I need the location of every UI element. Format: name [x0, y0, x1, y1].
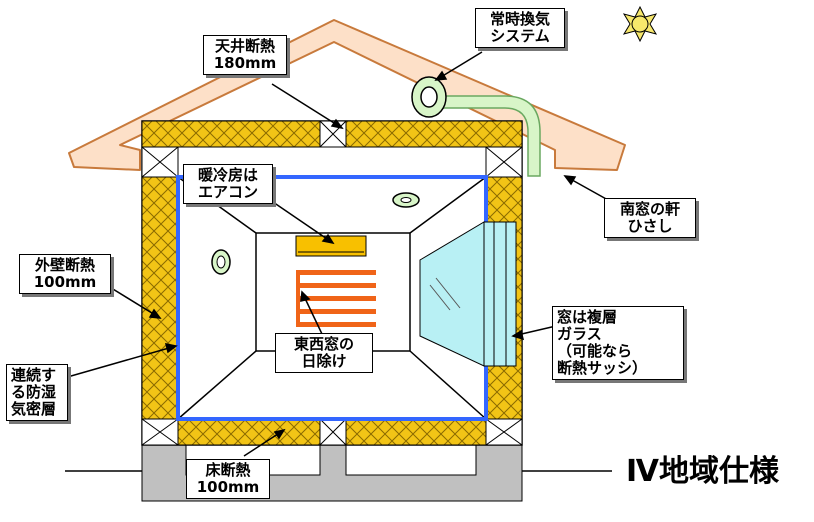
spec-title: Ⅳ地域仕様 [626, 454, 779, 489]
callout-arrows [63, 51, 609, 457]
floor-insulation-label: 床断熱 100mm [186, 459, 270, 499]
shading-label: 東西窓の 日除け [275, 333, 373, 373]
window-label: 窓は複層 ガラス （可能なら 断熱サッシ） [552, 306, 684, 380]
air-conditioner [295, 235, 367, 257]
window [419, 221, 517, 367]
wall-insulation-label: 外壁断熱 100mm [19, 254, 111, 294]
eaves-label: 南窓の軒 ひさし [604, 198, 696, 238]
foundation [141, 444, 523, 502]
left-wall-insulation-layer [141, 146, 179, 420]
ceiling-insulation-label: 天井断熱 180mm [203, 35, 287, 75]
aircon-label: 暖冷房は エアコン [183, 164, 273, 204]
framing-posts [141, 120, 523, 446]
sun-icon [622, 5, 658, 43]
ventilation-label: 常時換気 システム [475, 8, 565, 48]
shading-slats [296, 270, 376, 327]
ventilation-fan-icon [411, 76, 447, 118]
vapor-barrier-label: 連続す る防湿 気密層 [6, 364, 68, 421]
